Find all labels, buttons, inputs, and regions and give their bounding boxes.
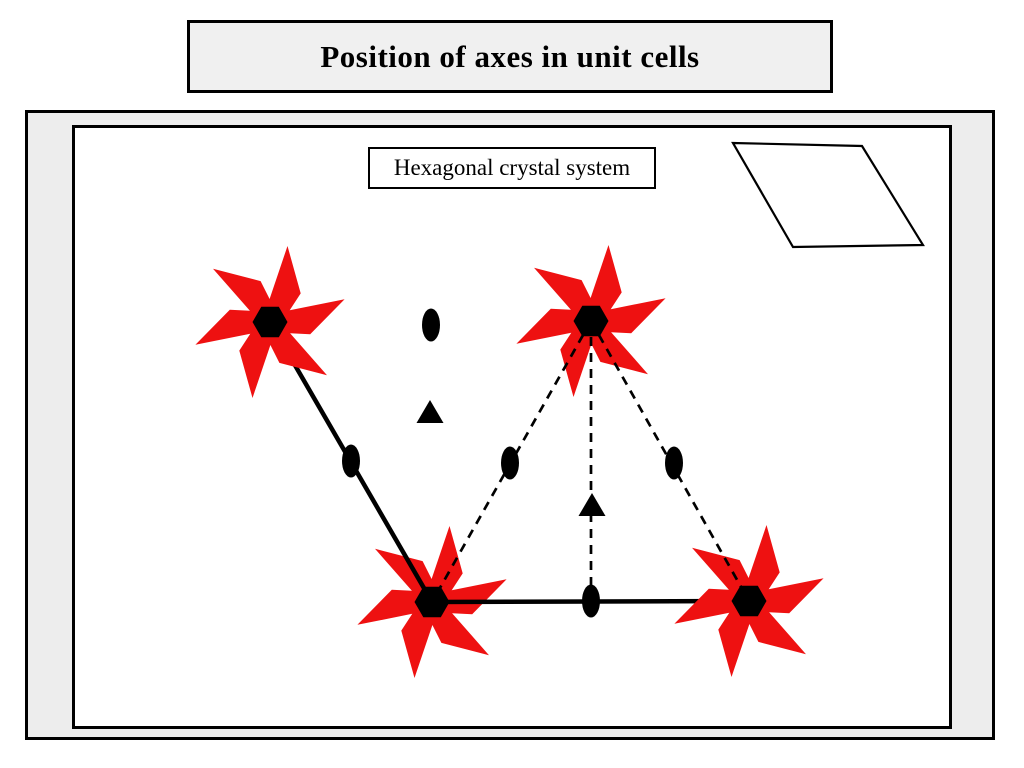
threefold-axis-triangle [416,400,444,423]
twofold-axis-ellipse [665,446,683,480]
twofold-axis-ellipse [582,584,600,618]
twofold-axis-ellipse [342,444,360,478]
sixfold-axis-hexagon [252,306,288,338]
threefold-axis-triangle [578,493,606,516]
twofold-axis-ellipse [422,308,440,342]
sixfold-axis-hexagon [573,305,609,337]
title-box: Position of axes in unit cells [187,20,833,93]
diagram-label: Hexagonal crystal system [393,155,631,180]
unit-cell-parallelogram-icon [731,141,925,249]
sixfold-axis-hexagon [414,586,450,618]
page-title: Position of axes in unit cells [320,38,700,74]
diagram-label-box: Hexagonal crystal system [368,147,656,189]
sixfold-axis-hexagon [731,585,767,617]
twofold-axis-ellipse [501,446,519,480]
